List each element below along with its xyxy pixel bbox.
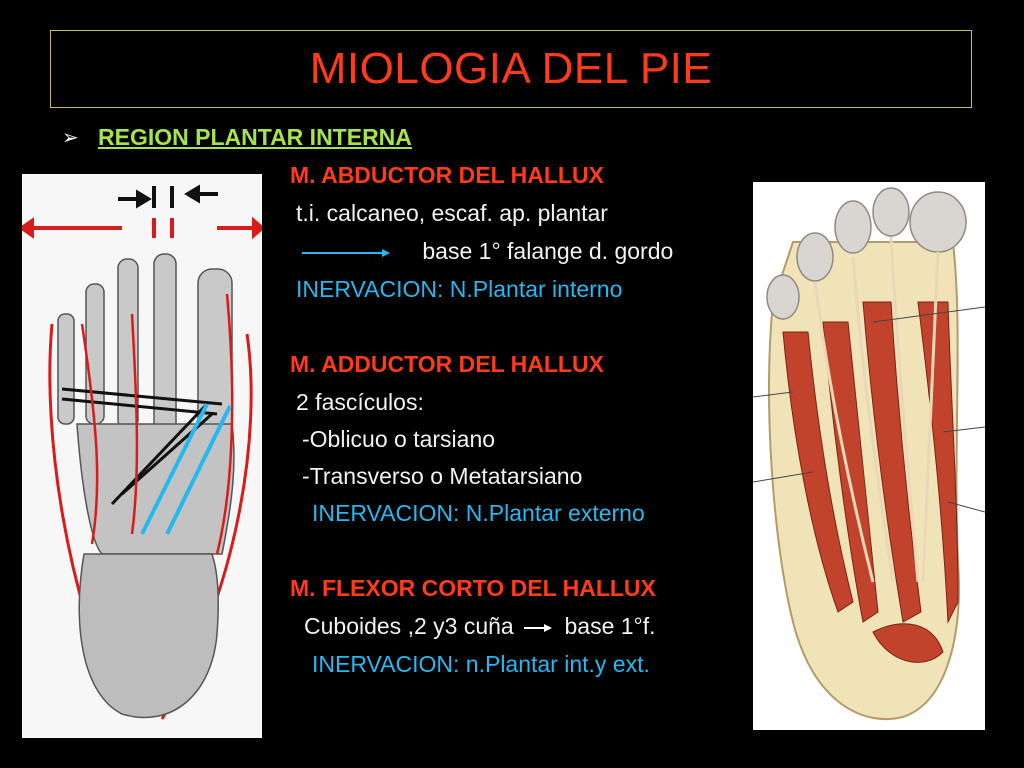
section-bullet: ➢ REGION PLANTAR INTERNA [62,124,412,151]
flexor-insertion: base 1°f. [564,613,656,639]
foot-muscle-illustration [752,182,986,730]
slide-title: MIOLOGIA DEL PIE [309,44,713,93]
adductor-fasciculos: 2 fascículos: [296,389,424,415]
insertion-arrow-icon [302,248,390,257]
abductor-heading: M. ABDUCTOR DEL HALLUX [290,162,604,188]
flexor-innervation: INERVACION: n.Plantar int.y ext. [312,651,650,677]
adductor-oblique: -Oblicuo o tarsiano [302,426,496,452]
flexor-origin-row: Cuboides ,2 y3 cuña base 1°f. [304,613,656,640]
bullet-label: REGION PLANTAR INTERNA [98,124,412,150]
abductor-innervation: INERVACION: N.Plantar interno [296,276,623,302]
bullet-arrow-icon: ➢ [62,127,79,149]
adductor-innervation: INERVACION: N.Plantar externo [312,500,645,526]
insertion-arrow-icon [524,623,553,632]
flexor-heading: M. FLEXOR CORTO DEL HALLUX [290,575,656,601]
title-box: MIOLOGIA DEL PIE [50,30,972,108]
abductor-origin: t.i. calcaneo, escaf. ap. plantar [296,200,608,226]
adductor-transverse: -Transverso o Metatarsiano [302,463,583,489]
abductor-insertion: base 1° falange d. gordo [422,238,674,264]
adductor-heading: M. ADDUCTOR DEL HALLUX [290,351,604,377]
flexor-origin: Cuboides ,2 y3 cuña [304,613,514,639]
foot-skeleton-illustration [18,174,266,738]
abductor-insertion-row: base 1° falange d. gordo [300,238,673,265]
